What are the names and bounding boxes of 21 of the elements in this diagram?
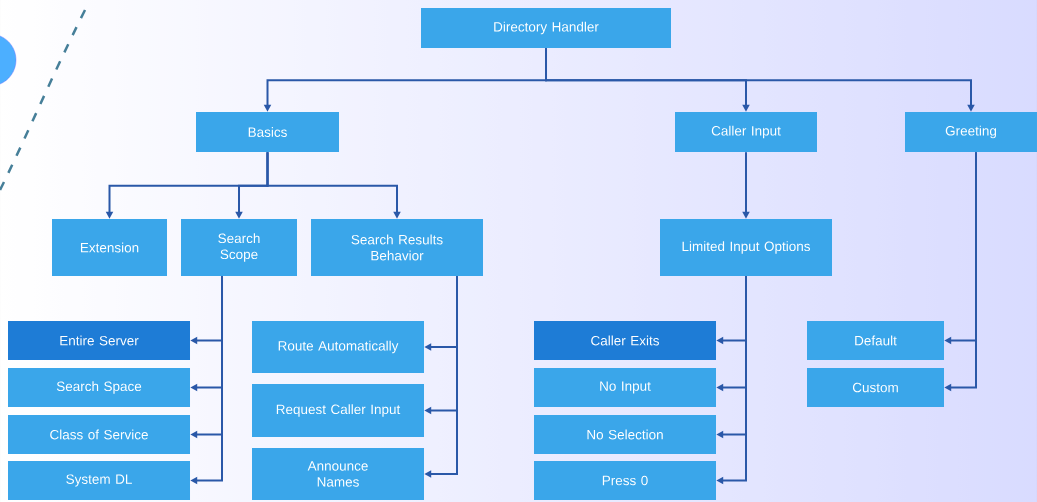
process-box: Custom (807, 368, 944, 407)
process-box: Directory Handler (421, 8, 671, 48)
process-box: Search Space (8, 368, 190, 407)
process-box: No Input (534, 368, 716, 407)
process-box: Basics (196, 112, 339, 152)
process-box: Greeting (905, 112, 1037, 152)
process-box: Extension (52, 219, 167, 276)
process-box: Caller Input (675, 112, 817, 152)
process-box: Caller Exits (534, 321, 716, 360)
process-box: Entire Server (8, 321, 190, 360)
process-box: System DL (8, 461, 190, 500)
process-box: Press 0 (534, 461, 716, 500)
process-box: Request Caller Input (252, 384, 424, 437)
process-box: Search Results Behavior (311, 219, 483, 276)
process-box: Limited Input Options (660, 219, 832, 276)
process-box: Announce Names (252, 448, 424, 500)
process-box: Default (807, 321, 944, 360)
process-box: No Selection (534, 415, 716, 454)
process-box: Route Automatically (252, 321, 424, 373)
process-box: Search Scope (181, 219, 297, 276)
process-box: Class of Service (8, 415, 190, 454)
